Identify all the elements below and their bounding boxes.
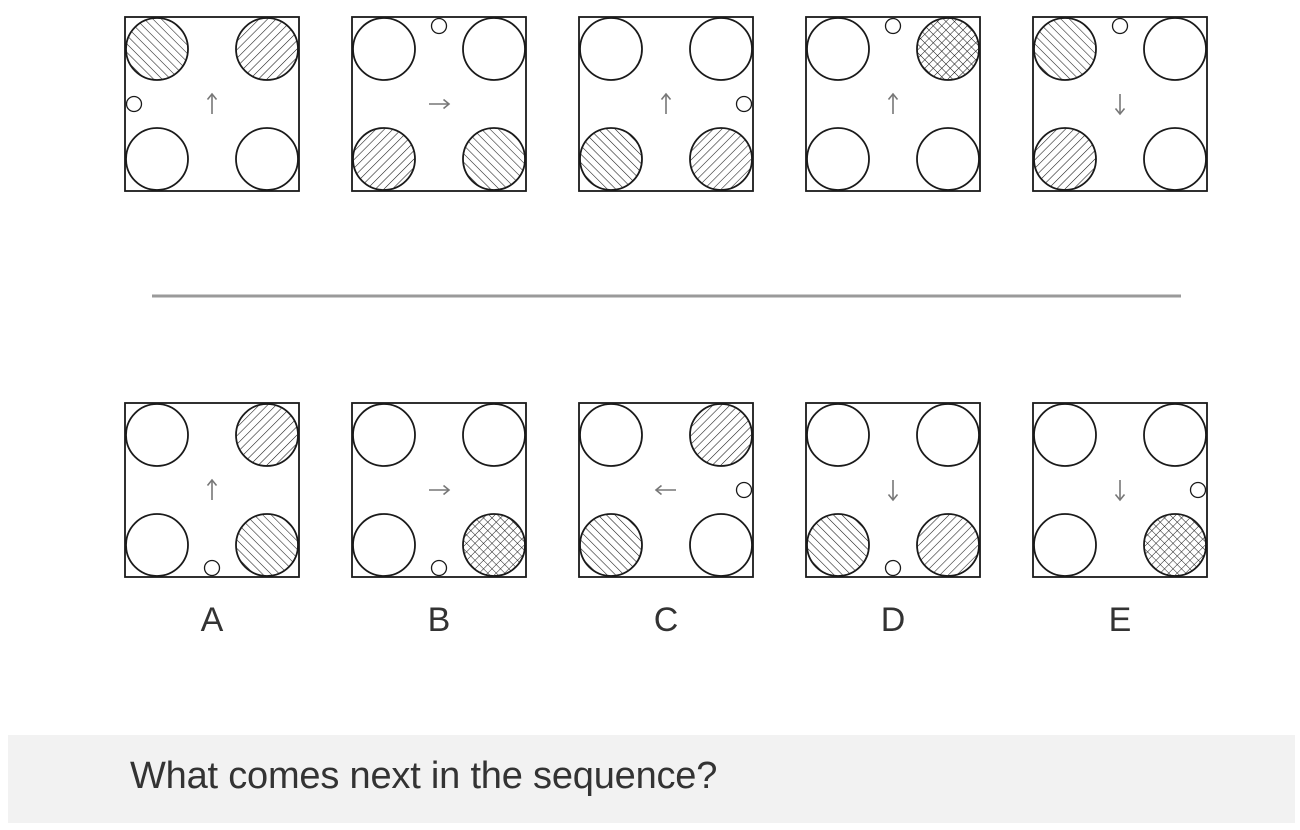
circle-br-empty [916,127,980,191]
option-label-d: D [881,601,906,639]
small-dot [1189,481,1207,499]
arrow-right-icon [429,98,451,110]
circle-tr-crosshatch [916,17,980,81]
circle-br-empty [235,127,299,191]
option-panel-e [1032,402,1208,578]
option-label-a: A [201,601,224,639]
circle-br-crosshatch [1143,513,1207,577]
circle-tl-empty [579,17,643,81]
circle-bl-hatch-back [806,513,870,577]
sequence-panel-2 [351,16,527,192]
circle-tl-empty [125,403,189,467]
circle-bl-empty [125,127,189,191]
circle-tl-empty [806,17,870,81]
circle-br-empty [1143,127,1207,191]
circle-bl-empty [1033,513,1097,577]
circle-tr-hatch-fwd [689,403,753,467]
option-label-b: B [428,601,451,639]
circle-tr-empty [462,403,526,467]
circle-tr-empty [462,17,526,81]
small-dot [203,559,221,577]
arrow-up-icon [206,92,218,114]
circle-tl-empty [1033,403,1097,467]
arrow-right-icon [429,484,451,496]
circle-bl-hatch-back [579,513,643,577]
option-panel-c [578,402,754,578]
sequence-panel-1 [124,16,300,192]
circle-tr-empty [1143,17,1207,81]
small-dot [884,559,902,577]
sequence-panel-5 [1032,16,1208,192]
puzzle-figure: A B C D E [124,16,1208,639]
circle-br-hatch-back [235,513,299,577]
circle-br-hatch-fwd [916,513,980,577]
small-dot [430,17,448,35]
circle-bl-empty [352,513,416,577]
small-dot [430,559,448,577]
arrow-down-icon [1114,94,1126,116]
circle-tl-hatch-back [125,17,189,81]
option-panel-a [124,402,300,578]
circle-br-hatch-fwd [689,127,753,191]
circle-bl-empty [806,127,870,191]
circle-tr-hatch-fwd [235,17,299,81]
answer-options-row: A B C D E [124,402,1208,639]
circle-tl-hatch-back [1033,17,1097,81]
circle-tl-empty [579,403,643,467]
option-panel-b [351,402,527,578]
question-text: What comes next in the sequence? [130,755,718,797]
circle-tl-empty [806,403,870,467]
question-bar: What comes next in the sequence? [8,735,1295,823]
arrow-up-icon [660,92,672,114]
circle-bl-hatch-back [579,127,643,191]
sequence-panel-4 [805,16,981,192]
option-label-e: E [1109,601,1132,639]
option-label-c: C [654,601,679,639]
circle-bl-empty [125,513,189,577]
arrow-up-icon [206,478,218,500]
circle-bl-hatch-fwd [352,127,416,191]
circle-tr-empty [1143,403,1207,467]
sequence-row [124,16,1208,192]
arrow-up-icon [887,92,899,114]
small-dot [884,17,902,35]
circle-br-crosshatch [462,513,526,577]
circle-tl-empty [352,17,416,81]
arrow-down-icon [887,480,899,502]
circle-tr-empty [916,403,980,467]
small-dot [735,481,753,499]
sequence-panel-3 [578,16,754,192]
circle-tr-hatch-fwd [235,403,299,467]
circle-tr-empty [689,17,753,81]
circle-br-hatch-back [462,127,526,191]
option-panel-d [805,402,981,578]
arrow-down-icon [1114,480,1126,502]
small-dot [735,95,753,113]
circle-bl-hatch-fwd [1033,127,1097,191]
small-dot [125,95,143,113]
circle-br-empty [689,513,753,577]
arrow-left-icon [654,484,676,496]
circle-tl-empty [352,403,416,467]
small-dot [1111,17,1129,35]
